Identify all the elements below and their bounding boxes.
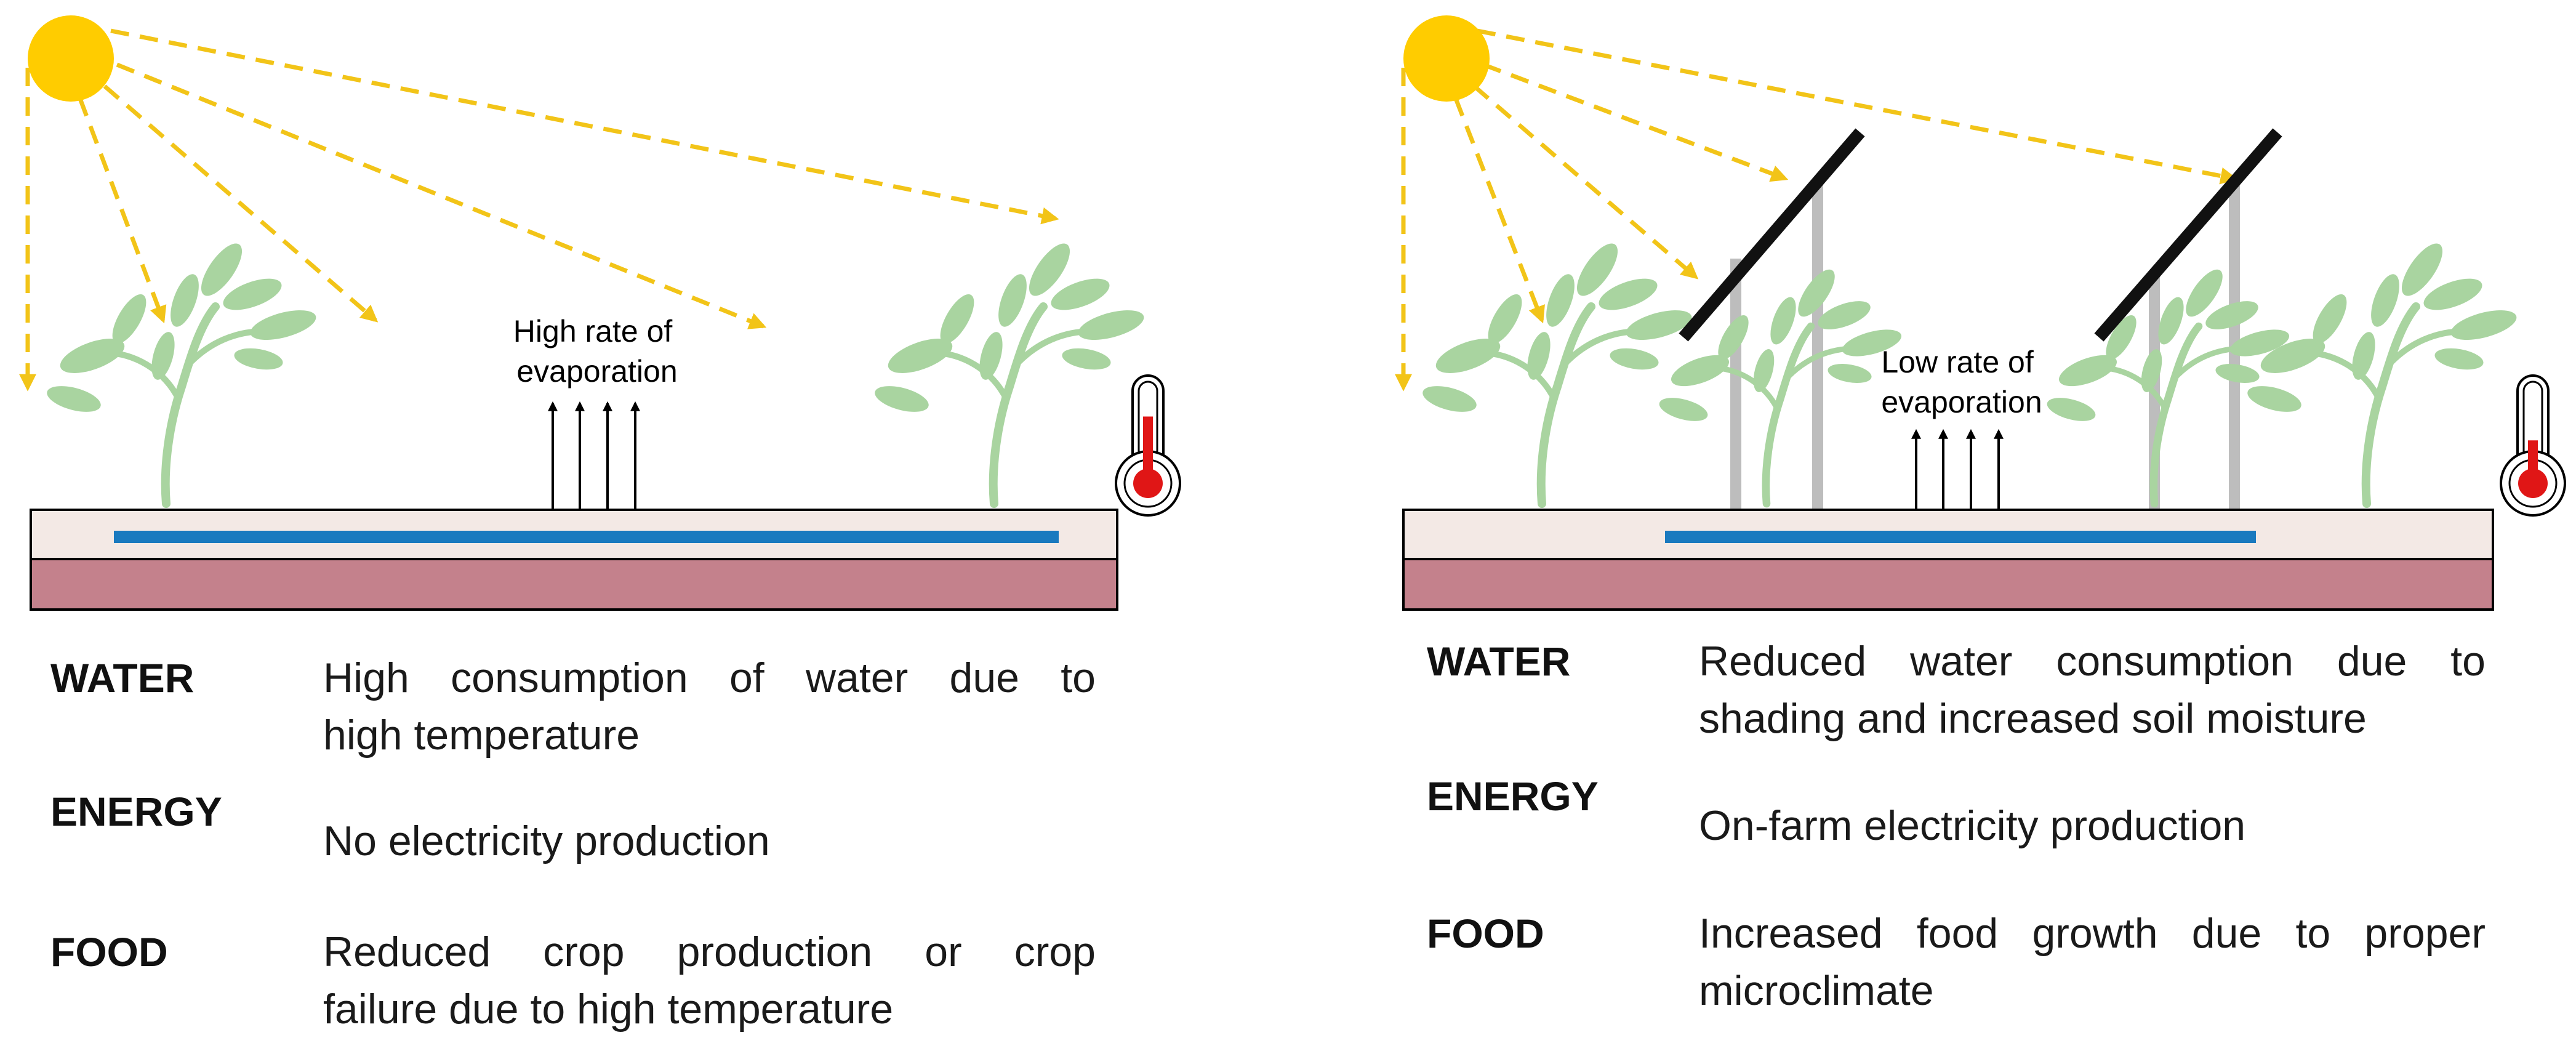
- food-description: Reduced crop production or crop failure …: [323, 928, 1096, 1033]
- water-heading: WATER: [50, 655, 195, 701]
- left-scene: High rate of evaporation: [18, 15, 1181, 611]
- energy-description: On-farm electricity production: [1699, 802, 2246, 849]
- energy-heading: ENERGY: [50, 789, 222, 834]
- water-description: High consumption of water due to high te…: [323, 654, 1096, 759]
- thermometer-icon: [1115, 374, 1181, 517]
- sun-rays: [1395, 28, 2238, 392]
- water-description: Reduced water consumption due to shading…: [1699, 638, 2486, 742]
- food-heading: FOOD: [50, 929, 168, 975]
- left-water-row: WATER High consumption of water due to h…: [50, 650, 1097, 764]
- sun-icon: [1403, 15, 1490, 102]
- water-heading: WATER: [1427, 638, 1571, 684]
- left-food-row: FOOD Reduced crop production or crop fai…: [50, 924, 1097, 1038]
- food-heading: FOOD: [1427, 911, 1544, 956]
- food-description: Increased food growth due to proper micr…: [1699, 910, 2486, 1014]
- evaporation-arrows: [548, 401, 640, 510]
- plant-icon: [872, 238, 1147, 504]
- plant-icon: [2045, 264, 2292, 504]
- evaporation-arrows: [1911, 429, 2004, 510]
- plant-icon: [1420, 238, 1695, 504]
- plant-icon: [1657, 264, 1904, 504]
- left-energy-row: ENERGY No electricity production: [50, 788, 1097, 870]
- energy-heading: ENERGY: [1427, 773, 1599, 819]
- sun-rays: [18, 28, 1059, 392]
- right-food-row: FOOD Increased food growth due to proper…: [1427, 905, 2486, 1020]
- soil-base: [1402, 558, 2494, 611]
- evaporation-label: High rate of evaporation: [513, 314, 681, 389]
- soil-base: [30, 558, 1118, 611]
- plant-icon: [2245, 238, 2519, 504]
- right-scene: Low rate of evaporation: [1395, 15, 2566, 611]
- plant-icon: [44, 238, 319, 504]
- solar-panel-icon: [2094, 128, 2282, 342]
- energy-description: No electricity production: [323, 818, 770, 864]
- right-energy-row: ENERGY On-farm electricity production: [1427, 773, 2486, 855]
- right-water-row: WATER Reduced water consumption due to s…: [1427, 633, 2486, 747]
- evaporation-label: Low rate of evaporation: [1881, 345, 2042, 419]
- solar-panel-icon: [1679, 128, 1865, 342]
- thermometer-icon: [2500, 374, 2566, 517]
- sun-icon: [28, 15, 114, 102]
